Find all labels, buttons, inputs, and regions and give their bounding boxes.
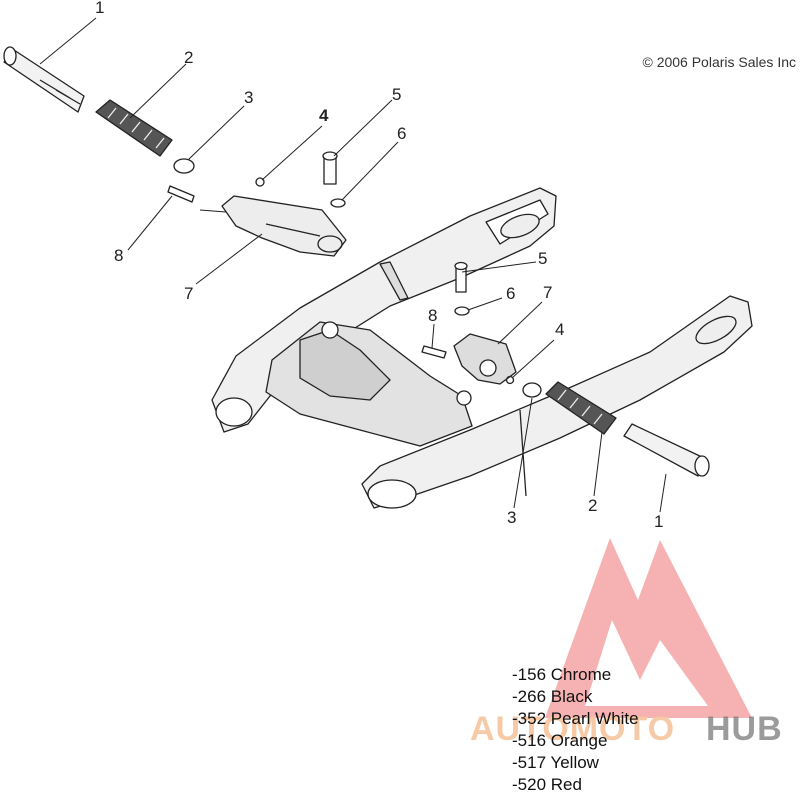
color-option-yellow: -517 Yellow [512,753,599,772]
color-option-red: -520 Red [512,775,582,794]
spring-lower [545,381,617,435]
color-option-orange: -516 Orange [512,731,608,750]
callout-6-lower: 6 [506,284,516,303]
footpeg-pin-lower [623,423,710,477]
callout-3-lower: 3 [507,508,517,527]
color-option-chrome: -156 Chrome [512,665,612,684]
callout-4-lower: 4 [555,320,565,339]
footpeg-pin-upper [3,46,85,113]
watermark-text-hub: HUB [706,710,783,748]
cotter-upper [255,177,265,187]
leader-lines [39,17,667,513]
callout-2-lower: 2 [588,496,598,515]
callout-7-upper: 7 [184,284,194,303]
washer-lower [522,382,542,398]
color-options-list: -156 Chrome -266 Black -352 Pearl White … [512,664,639,796]
callout-6-upper: 6 [397,124,407,143]
bolt-upper [322,151,338,185]
callout-4-upper: 4 [319,106,329,125]
clevis-pin-upper [167,185,195,203]
spring-upper [95,99,173,157]
callout-8-lower: 8 [428,306,438,325]
callout-3-upper: 3 [244,88,254,107]
bolt-lower [454,261,468,293]
callout-1-lower: 1 [654,512,664,531]
footpeg-bracket-lower [453,333,517,385]
cotter-lower [505,375,515,385]
callout-7-lower: 7 [543,283,553,302]
footpeg-bracket-upper [221,195,347,257]
color-option-pearl-white: -352 Pearl White [512,709,639,728]
callout-5-upper: 5 [392,85,402,104]
callout-5-lower: 5 [538,249,548,268]
callout-1-upper: 1 [95,0,105,17]
nut-upper [330,198,346,208]
washer-upper [173,158,195,174]
copyright-notice: © 2006 Polaris Sales Inc [642,54,796,70]
nut-lower [454,306,470,316]
callout-2-upper: 2 [184,48,194,67]
color-option-black: -266 Black [512,687,593,706]
callout-8-upper: 8 [114,246,124,265]
clevis-pin-lower [421,345,447,359]
watermark-logo [545,538,752,718]
watermark-text-automoto: AUTOMOTO [470,710,676,748]
